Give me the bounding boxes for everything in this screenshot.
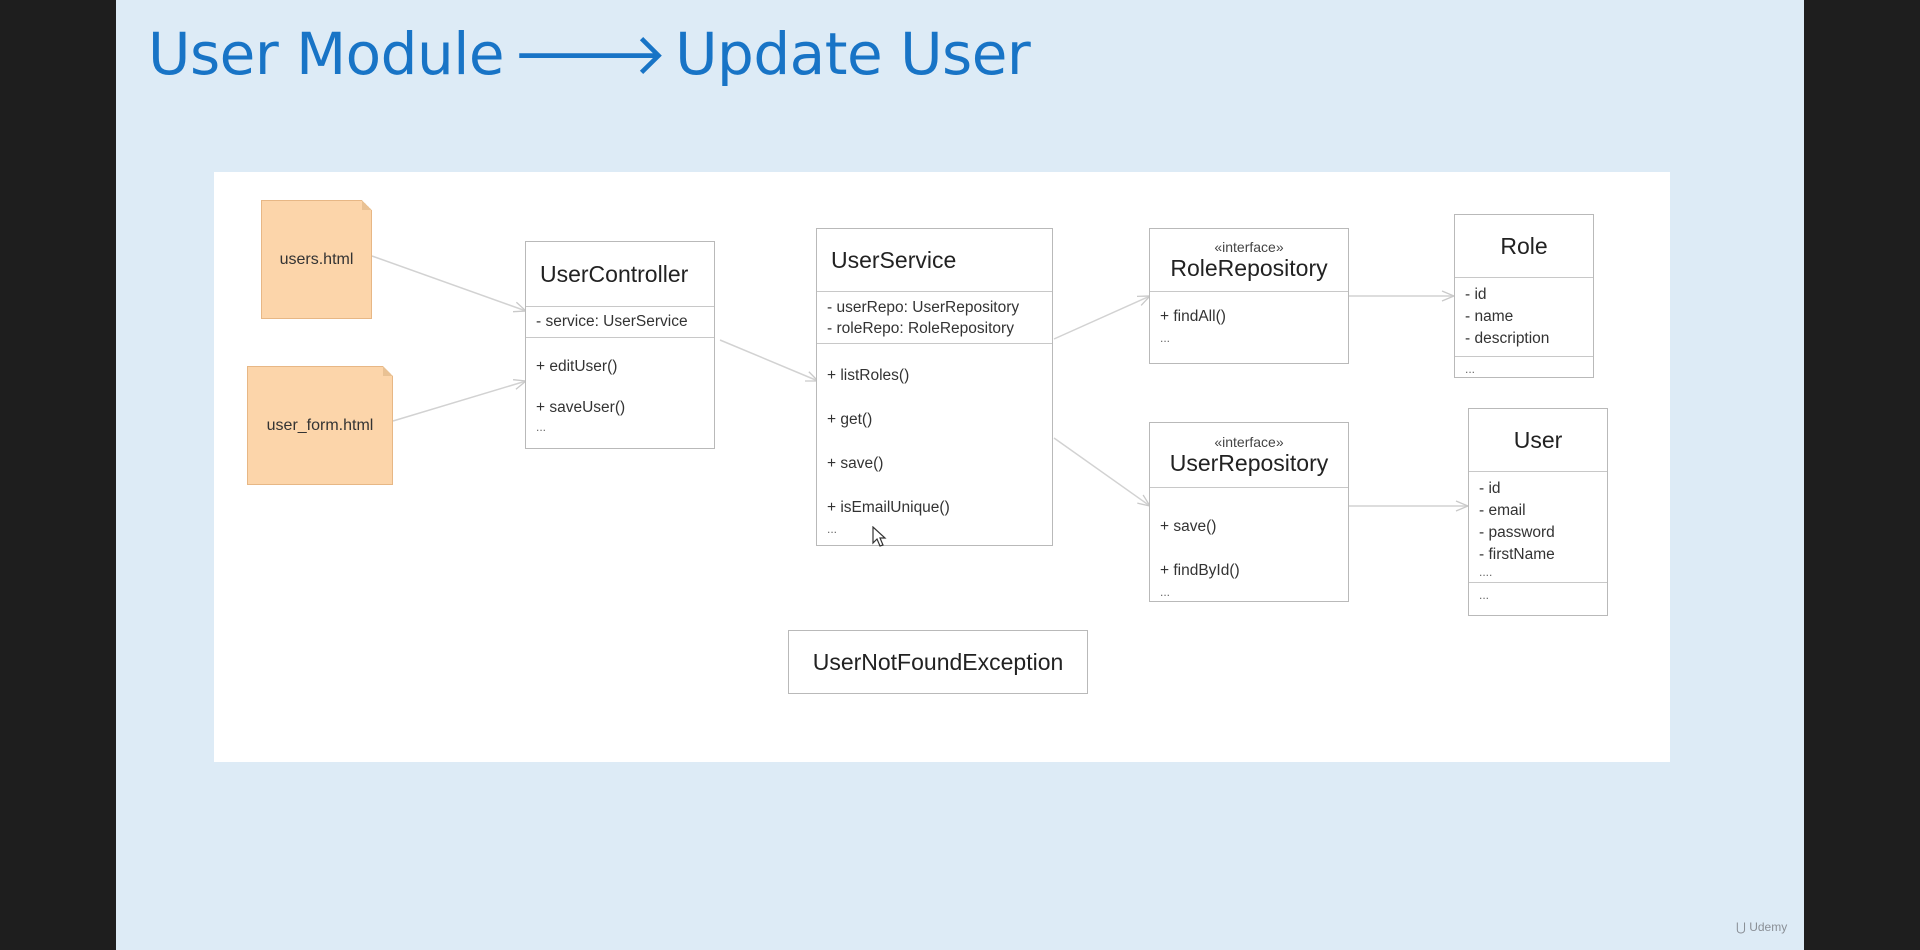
attributes-section: - service: UserService (526, 307, 714, 338)
note-users-html-label: users.html (279, 250, 354, 268)
interface-role-repository: «interface» RoleRepository + findAll() .… (1149, 228, 1349, 364)
ellipsis: .... (1479, 565, 1493, 579)
methods-section: ... (1455, 357, 1593, 375)
method: + saveUser() (536, 399, 626, 416)
class-role: Role - id - name - description ... (1454, 214, 1594, 378)
attribute: - id (1465, 286, 1487, 303)
slide-title: User Module🡒Update User (148, 18, 1031, 88)
class-name: UserService (831, 246, 957, 273)
ellipsis: ... (1160, 331, 1171, 345)
attributes-section: - userRepo: UserRepository - roleRepo: R… (817, 292, 1052, 344)
note-user-form-html-label: user_form.html (266, 416, 374, 434)
udemy-label: Udemy (1749, 920, 1788, 934)
method: + save() (827, 455, 884, 472)
methods-section: + editUser() + saveUser() ... (526, 338, 714, 433)
udemy-watermark: ⋃ Udemy (1736, 920, 1787, 934)
methods-section: ... (1469, 583, 1607, 601)
methods-section: + findAll() ... (1150, 292, 1348, 344)
class-user-not-found-exception: UserNotFoundException (788, 630, 1088, 694)
class-name: UserRepository (1169, 449, 1329, 476)
note-fold (383, 366, 393, 376)
method: + findAll() (1160, 308, 1226, 325)
class-name: Role (1500, 232, 1548, 259)
methods-section: + listRoles() + get() + save() + isEmail… (817, 344, 1052, 535)
class-header: UserController (526, 242, 714, 307)
note-user-form-html: user_form.html (247, 366, 393, 485)
stereotype: «interface» (1214, 433, 1284, 450)
note-users-html: users.html (261, 200, 372, 319)
attribute: - password (1479, 524, 1555, 541)
class-header: UserService (817, 229, 1052, 292)
attribute: - service: UserService (536, 313, 688, 330)
title-action: Update User (675, 20, 1031, 88)
class-header: Role (1455, 215, 1593, 278)
attribute: - firstName (1479, 546, 1555, 563)
class-header: User (1469, 409, 1607, 472)
class-name: UserNotFoundException (812, 648, 1064, 675)
attributes-section: - id - name - description (1455, 278, 1593, 357)
class-user-controller: UserController - service: UserService + … (525, 241, 715, 449)
ellipsis: ... (1465, 362, 1476, 376)
attribute: - id (1479, 480, 1501, 497)
attributes-section: - id - email - password - firstName .... (1469, 472, 1607, 583)
class-name: User (1513, 426, 1563, 453)
udemy-logo-icon: ⋃ (1736, 920, 1750, 934)
ellipsis: ... (536, 420, 547, 434)
class-user-service: UserService - userRepo: UserRepository -… (816, 228, 1053, 546)
attribute: - email (1479, 502, 1526, 519)
class-name: UserController (540, 260, 689, 287)
class-header: «interface» RoleRepository (1150, 229, 1348, 292)
attribute: - roleRepo: RoleRepository (827, 320, 1014, 337)
title-module: User Module (148, 20, 505, 88)
attribute: - description (1465, 330, 1550, 347)
note-fold (362, 200, 372, 210)
method: + isEmailUnique() (827, 499, 950, 516)
interface-user-repository: «interface» UserRepository + save() + fi… (1149, 422, 1349, 602)
attribute: - userRepo: UserRepository (827, 299, 1020, 316)
attribute: - name (1465, 308, 1514, 325)
ellipsis: ... (1479, 588, 1490, 602)
class-header: «interface» UserRepository (1150, 423, 1348, 488)
arrow-right-icon: 🡒 (512, 20, 668, 88)
stereotype: «interface» (1214, 238, 1284, 255)
class-user: User - id - email - password - firstName… (1468, 408, 1608, 616)
method: + get() (827, 411, 873, 428)
method: + findById() (1160, 562, 1240, 579)
ellipsis: ... (827, 522, 838, 536)
method: + listRoles() (827, 367, 910, 384)
cursor-icon (872, 526, 887, 547)
method: + editUser() (536, 358, 618, 375)
class-name: RoleRepository (1170, 254, 1328, 281)
methods-section: + save() + findById() ... (1150, 488, 1348, 598)
ellipsis: ... (1160, 585, 1171, 599)
method: + save() (1160, 518, 1217, 535)
